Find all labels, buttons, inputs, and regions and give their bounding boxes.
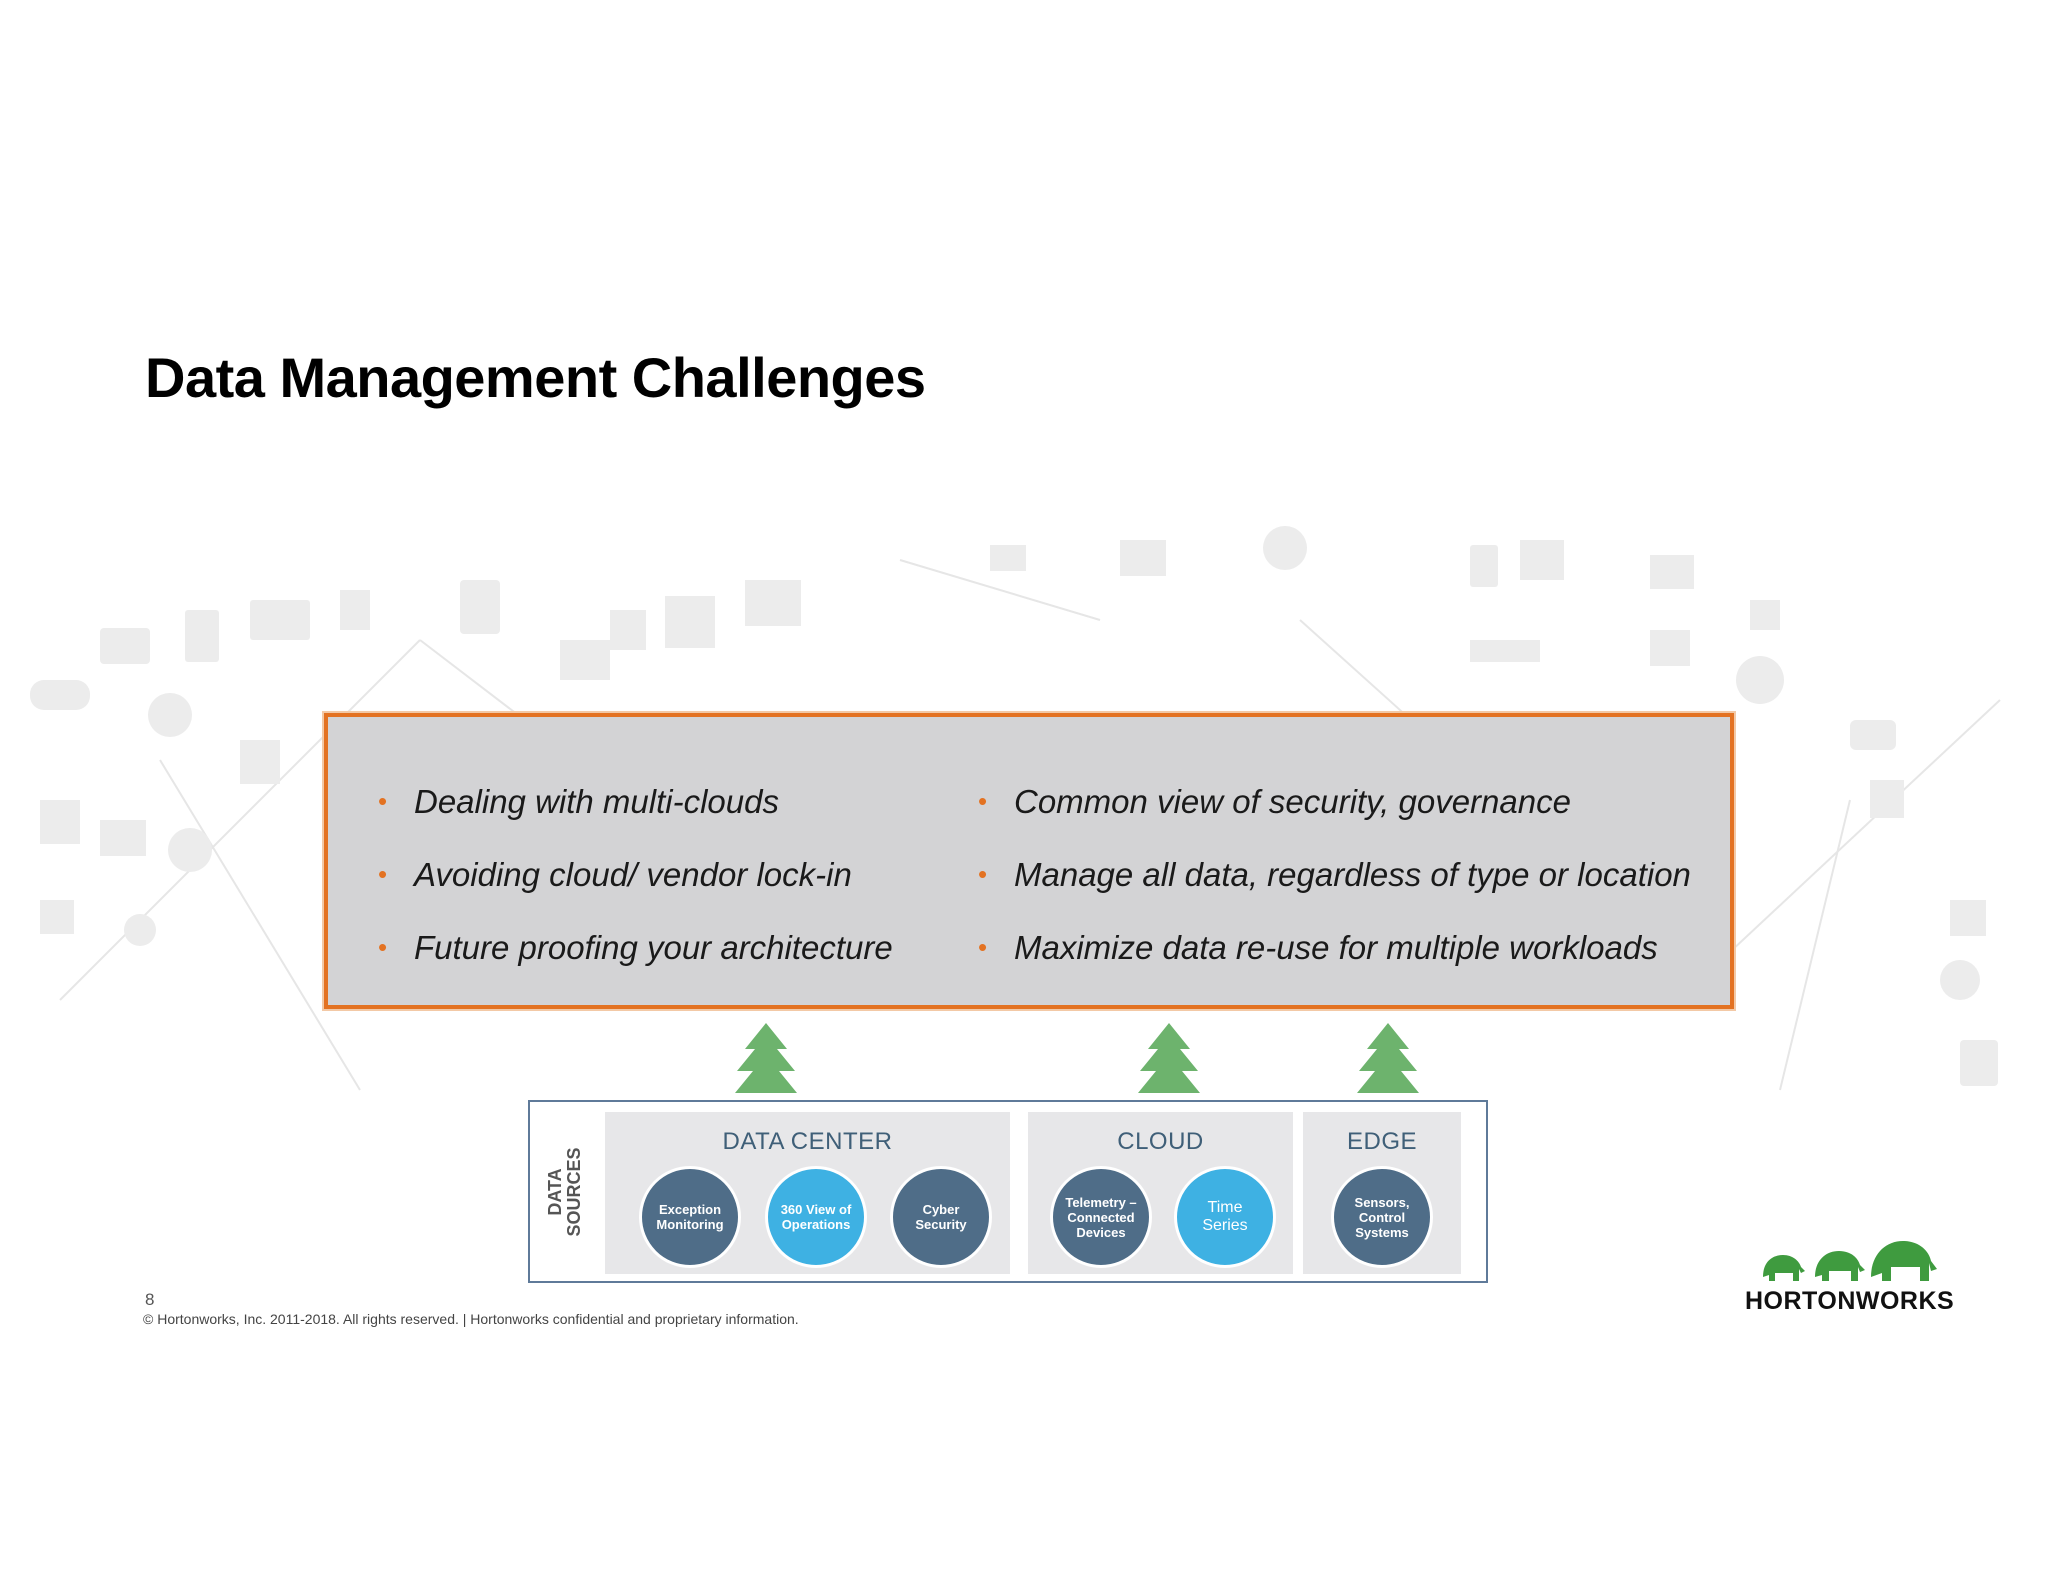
source-circle: Telemetry – Connected Devices [1050,1166,1152,1268]
challenges-box: • Dealing with multi-clouds • Avoiding c… [324,713,1734,1009]
source-circle: Time Series [1174,1166,1276,1268]
challenges-left-column: • Dealing with multi-clouds • Avoiding c… [378,765,893,984]
group-edge: EDGE Sensors, Control Systems [1303,1112,1461,1274]
source-circle: Exception Monitoring [639,1166,741,1268]
arrow-up-icon [735,1023,797,1093]
source-circle: Sensors, Control Systems [1331,1166,1433,1268]
challenge-text: Avoiding cloud/ vendor lock-in [414,855,852,893]
challenge-text: Future proofing your architecture [414,928,893,966]
challenge-bullet: • Dealing with multi-clouds [378,765,893,838]
data-sources-label-line1: DATA [545,1168,565,1215]
page-number: 8 [145,1290,155,1309]
bullet-dot-icon: • [378,932,388,962]
bullet-dot-icon: • [378,786,388,816]
arrow-up-icon [1357,1023,1419,1093]
challenges-right-column: • Common view of security, governance • … [978,765,1691,984]
slide-title: Data Management Challenges [145,346,926,409]
challenge-bullet: • Future proofing your architecture [378,911,893,984]
challenge-text: Maximize data re-use for multiple worklo… [1014,928,1658,966]
challenge-text: Common view of security, governance [1014,782,1571,820]
group-title: EDGE [1346,1128,1417,1155]
data-sources-panel: DATA SOURCES DATA CENTER Exception Monit… [528,1100,1488,1283]
challenge-text: Manage all data, regardless of type or l… [1014,855,1691,893]
bullet-dot-icon: • [978,786,988,816]
logo-wordmark: HORTONWORKS [1745,1287,1955,1315]
data-sources-label: DATA SOURCES [545,1147,582,1236]
challenge-bullet: • Maximize data re-use for multiple work… [978,911,1691,984]
challenge-text: Dealing with multi-clouds [414,782,779,820]
group-cloud: CLOUD Telemetry – Connected Devices Time… [1028,1112,1293,1274]
group-data-center: DATA CENTER Exception Monitoring 360 Vie… [605,1112,1010,1274]
copyright-notice: © Hortonworks, Inc. 2011-2018. All right… [143,1311,799,1327]
elephants-icon [1763,1241,1937,1281]
arrow-up-icon [1138,1023,1200,1093]
hortonworks-logo: HORTONWORKS [1745,1235,1975,1315]
challenge-bullet: • Avoiding cloud/ vendor lock-in [378,838,893,911]
source-circle: Cyber Security [890,1166,992,1268]
challenge-bullet: • Common view of security, governance [978,765,1691,838]
bullet-dot-icon: • [378,859,388,889]
group-title: DATA CENTER [722,1128,893,1155]
bullet-dot-icon: • [978,932,988,962]
challenge-bullet: • Manage all data, regardless of type or… [978,838,1691,911]
data-sources-label-line2: SOURCES [564,1147,582,1236]
source-circle: 360 View of Operations [765,1166,867,1268]
group-title: CLOUD [1117,1128,1204,1155]
bullet-dot-icon: • [978,859,988,889]
